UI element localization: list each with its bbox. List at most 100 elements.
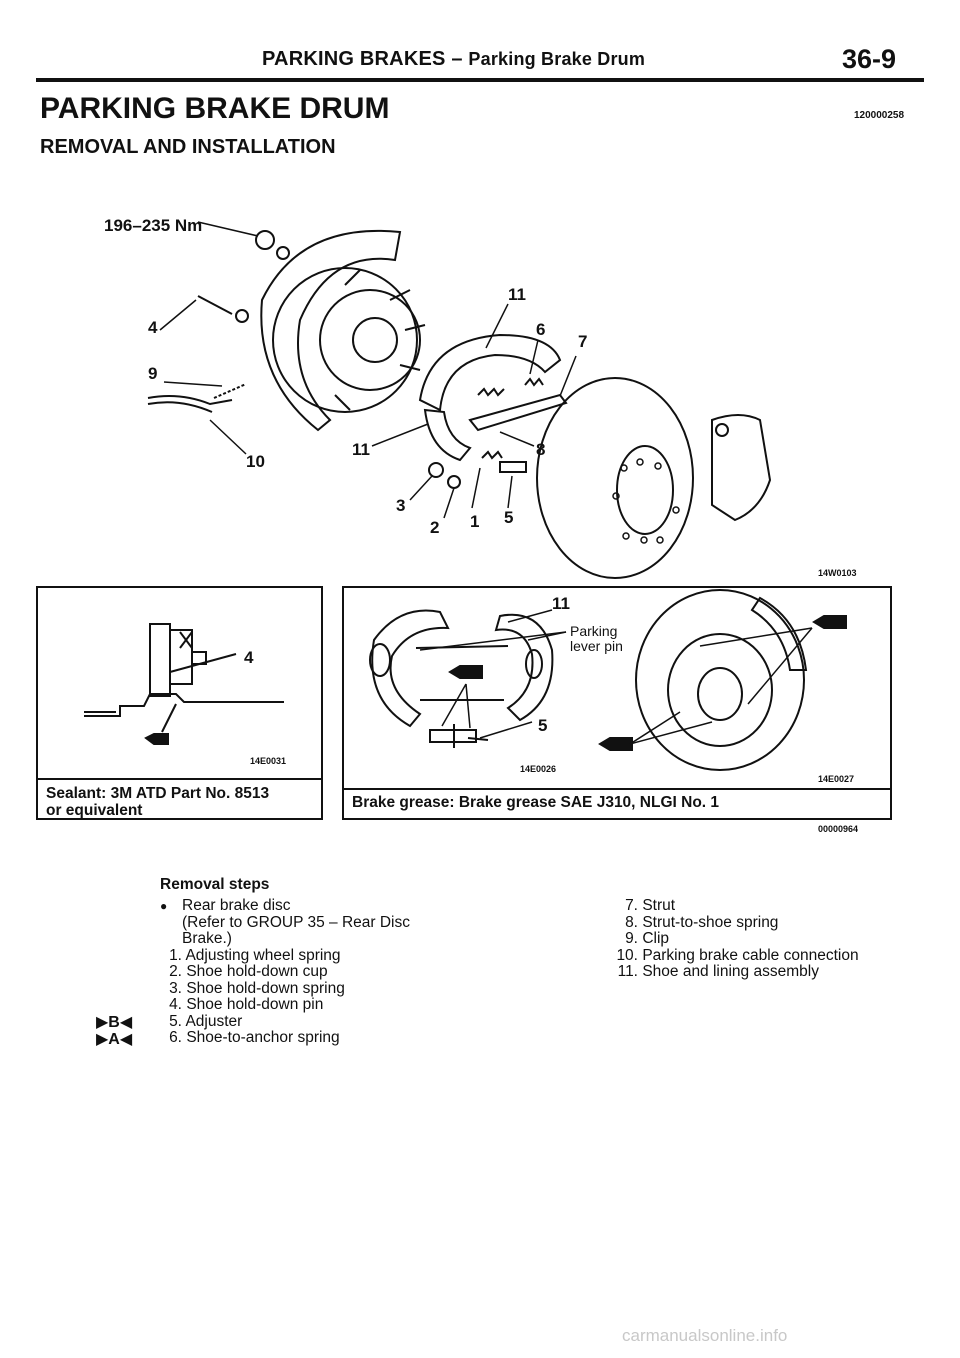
- header-dash: –: [451, 48, 463, 70]
- running-header: PARKING BRAKES – Parking Brake Drum: [262, 48, 645, 71]
- parking-lever-pin-label: Parking lever pin: [570, 624, 623, 654]
- hold-down-pin-4: [197, 295, 233, 315]
- callout-2: 2: [430, 518, 440, 537]
- step-text: Adjusting wheel spring: [185, 946, 341, 964]
- callout-9: 9: [148, 364, 158, 383]
- page-subtitle: REMOVAL AND INSTALLATION: [40, 136, 336, 158]
- figure-code-main: 14W0103: [818, 568, 857, 578]
- watermark: carmanualsonline.info: [622, 1326, 788, 1345]
- figure-code-sealant: 14E0031: [250, 756, 287, 766]
- step-number: 5.: [169, 1012, 182, 1030]
- step-text: (Refer to GROUP 35 – Rear Disc: [182, 913, 410, 931]
- step-number: 11.: [617, 963, 638, 980]
- adjuster: [499, 461, 527, 473]
- step-text: Shoe and lining assembly: [642, 963, 819, 980]
- step-text: Strut: [642, 897, 676, 914]
- step-number: 2.: [169, 963, 182, 980]
- shoe-assembly-upper: [418, 333, 562, 412]
- removal-step: 3. Shoe hold-down spring: [160, 979, 480, 998]
- step-number: 3.: [169, 979, 182, 997]
- step-text: Clip: [642, 930, 670, 947]
- hold-down-cup: [428, 462, 444, 478]
- callout-3: 3: [396, 496, 406, 515]
- step-number: 6.: [169, 1029, 182, 1046]
- grease-callout-11: 11: [552, 594, 570, 613]
- brake-cable: [147, 395, 233, 406]
- grease-callout-5: 5: [538, 716, 548, 735]
- removal-step: 4. Shoe hold-down pin: [160, 996, 480, 1014]
- lug-holes: [612, 458, 680, 544]
- removal-steps-left: ● Rear brake disc (Refer to GROUP 35 – Re…: [160, 897, 480, 1047]
- torque-label: 196–235 Nm: [104, 216, 203, 235]
- marker-a: ▶A◀: [96, 1031, 133, 1048]
- header-section: PARKING BRAKES: [262, 48, 446, 70]
- bullet: ●: [160, 899, 168, 913]
- removal-step-disc-ref-end: Brake.): [160, 930, 480, 948]
- washer: [276, 246, 290, 260]
- step-text: Parking brake cable connection: [642, 946, 859, 964]
- brake-disc-drum: [536, 377, 694, 579]
- figure-code-grease-left: 14E0026: [520, 764, 557, 774]
- removal-step-disc-ref: (Refer to GROUP 35 – Rear Disc: [160, 913, 480, 932]
- removal-step: 7. Strut: [608, 897, 908, 915]
- header-subsection: Parking Brake Drum: [468, 49, 646, 69]
- removal-step: 11. Shoe and lining assembly: [608, 963, 908, 981]
- leader-lines: [159, 221, 577, 519]
- callout-11-upper: 11: [508, 285, 526, 304]
- marker-b: ▶B◀: [96, 1014, 133, 1031]
- removal-step: 9. Clip: [608, 930, 908, 948]
- wheel-studs: [334, 269, 426, 411]
- springs: [477, 377, 544, 460]
- callout-6: 6: [536, 320, 546, 339]
- callout-4: 4: [148, 318, 158, 337]
- callout-10: 10: [246, 452, 265, 471]
- sealant-panel: [36, 586, 323, 820]
- removal-step: 6. Shoe-to-anchor spring: [160, 1029, 480, 1047]
- step-number: 9.: [625, 930, 638, 947]
- strut: [468, 393, 568, 432]
- step-number: 7.: [625, 897, 638, 914]
- figure-code-grease-right: 14E0027: [818, 774, 855, 784]
- removal-step: 1. Adjusting wheel spring: [160, 946, 480, 965]
- sealant-caption: Sealant: 3M ATD Part No. 8513 or equival…: [46, 785, 269, 819]
- shoe-assembly-lower: [423, 408, 472, 462]
- backing-plate: [260, 229, 402, 432]
- step-text: Brake.): [182, 930, 232, 947]
- removal-step-disc: ● Rear brake disc: [160, 897, 480, 915]
- hub-ring-inner: [352, 317, 398, 363]
- step-text: Shoe hold-down pin: [186, 996, 324, 1013]
- sealant-caption-line1: Sealant: 3M ATD Part No. 8513: [46, 785, 270, 802]
- group-code: 00000964: [818, 824, 859, 834]
- page-number: 36-9: [842, 44, 897, 74]
- callout-11-lower: 11: [352, 440, 370, 459]
- step-text: Shoe hold-down spring: [186, 979, 345, 997]
- callout-5: 5: [504, 508, 514, 527]
- hub-ring-outer: [272, 267, 418, 413]
- hub-nut: [255, 230, 275, 250]
- step-number: 8.: [625, 913, 638, 931]
- doc-code: 120000258: [854, 110, 905, 121]
- sealant-caption-line2: or equivalent: [46, 802, 143, 819]
- hub-ring-mid: [319, 289, 421, 391]
- sealant-callout-4: 4: [244, 648, 254, 667]
- removal-step: 8. Strut-to-shoe spring: [608, 913, 908, 932]
- header-rule: [36, 78, 924, 82]
- grease-panel-divider: [342, 788, 892, 790]
- caliper: [711, 414, 772, 522]
- parking-label-line1: Parking: [570, 623, 618, 639]
- grease-caption: Brake grease: Brake grease SAE J310, NLG…: [352, 794, 720, 811]
- step-text: Rear brake disc: [182, 897, 291, 914]
- sealant-panel-divider: [36, 778, 323, 780]
- callout-1: 1: [470, 512, 480, 531]
- step-text: Shoe-to-anchor spring: [186, 1029, 340, 1046]
- grease-panel: [342, 586, 892, 820]
- removal-heading: Removal steps: [160, 876, 270, 893]
- callout-7: 7: [578, 332, 588, 351]
- callout-8: 8: [536, 440, 546, 459]
- step-number: 1.: [169, 946, 182, 964]
- removal-step: 2. Shoe hold-down cup: [160, 963, 480, 981]
- step-text: Adjuster: [185, 1012, 243, 1030]
- step-text: Strut-to-shoe spring: [642, 913, 779, 931]
